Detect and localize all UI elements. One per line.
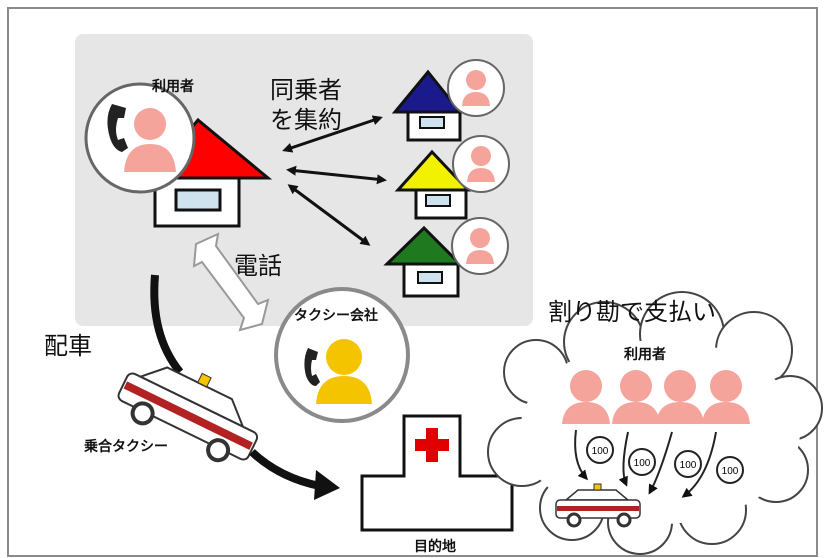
phone-call-arrow (192, 232, 270, 332)
arrow-to-house-yellow (286, 165, 387, 185)
user-group-label: 利用者 (624, 347, 666, 363)
house-blue (391, 69, 464, 142)
shared-taxi-label: 乗合タクシー (84, 439, 168, 455)
taxi-company-label: タクシー会社 (294, 308, 378, 324)
aggregate-label-line1: 同乗者 (270, 76, 342, 104)
arrow-to-house-green (287, 184, 371, 246)
house-yellow (394, 149, 472, 220)
dispatch-label: 配車 (44, 332, 92, 360)
to-destination-arrowhead (314, 470, 340, 500)
user-group (562, 370, 750, 424)
small-taxi (555, 483, 641, 528)
phone-icon (107, 104, 128, 152)
to-destination-arrow (249, 449, 321, 490)
coin-4-label: 100 (722, 466, 739, 477)
taxi-company-avatar (274, 287, 410, 423)
companion-avatar-1 (447, 59, 505, 117)
coin-4: 100 (716, 456, 744, 484)
payment-arrows (574, 429, 717, 498)
coin-3-label: 100 (680, 460, 697, 471)
companion-avatar-3 (451, 217, 509, 275)
phone-label: 電話 (234, 252, 282, 280)
arrow-to-house-blue (282, 115, 383, 153)
coin-1-label: 100 (592, 446, 609, 457)
destination-label: 目的地 (414, 539, 456, 555)
coin-2: 100 (628, 448, 656, 476)
coin-3: 100 (674, 450, 702, 478)
coin-2-label: 100 (634, 458, 651, 469)
main-user-label: 利用者 (152, 79, 194, 95)
shared-taxi (117, 366, 259, 463)
outer-frame (7, 7, 818, 557)
split-payment-label: 割り勘で支払い (548, 298, 716, 326)
dispatch-arrow (150, 274, 184, 375)
destination-building (360, 414, 514, 532)
aggregate-label-line2: を集約 (270, 106, 342, 134)
house-green (383, 225, 464, 298)
companion-avatar-2 (452, 135, 510, 193)
coin-1: 100 (586, 436, 614, 464)
main-user-avatar (84, 82, 196, 194)
